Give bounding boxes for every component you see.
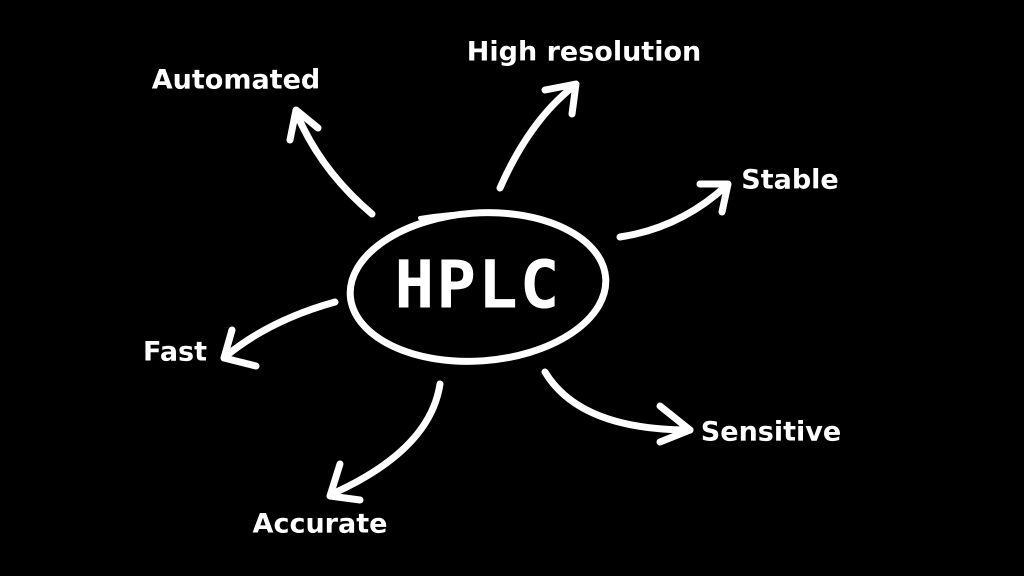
ellipse-stroke-accent xyxy=(418,210,562,227)
arrow-high-resolution xyxy=(496,80,580,192)
branch-fast: Fast xyxy=(142,336,208,368)
center-label: HPLC xyxy=(394,246,562,324)
branch-stable: Stable xyxy=(741,164,839,196)
arrow-fast xyxy=(220,298,339,370)
arrow-accurate xyxy=(326,380,444,504)
arrow-stable xyxy=(616,180,732,241)
branch-automated: Automated xyxy=(151,64,321,96)
branch-high-resolution: High resolution xyxy=(466,36,702,68)
branch-sensitive: Sensitive xyxy=(700,416,842,448)
arrow-sensitive xyxy=(541,368,694,446)
arrow-automated xyxy=(286,106,376,218)
branch-accurate: Accurate xyxy=(252,508,388,540)
